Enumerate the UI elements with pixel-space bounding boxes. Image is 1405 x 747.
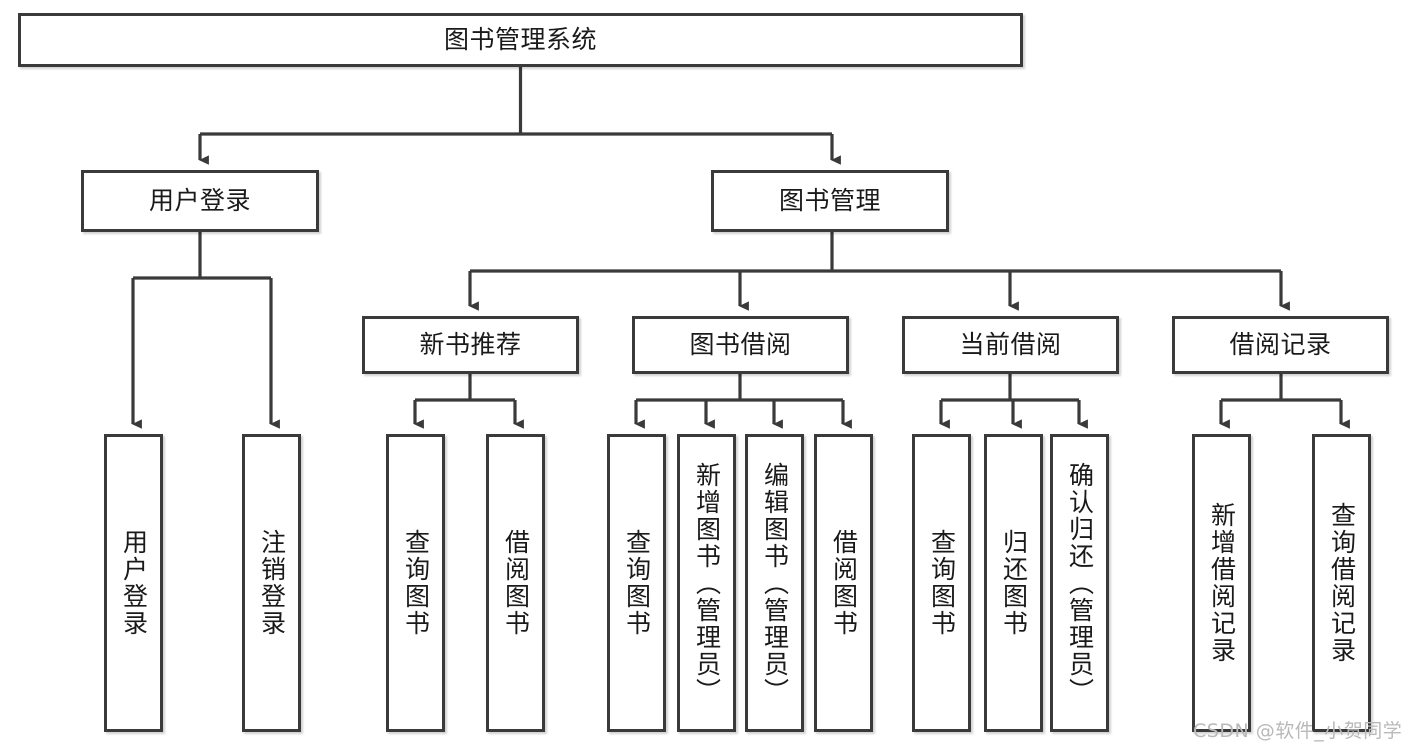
node-leaf-borrow-book-1-label: 借阅图书	[501, 529, 531, 637]
node-leaf-add-record-label: 新增借阅记录	[1207, 502, 1237, 664]
node-borrow-record-label: 借阅记录	[1229, 329, 1332, 359]
node-leaf-borrow-book-2-label: 借阅图书	[829, 529, 859, 637]
node-leaf-confirm-return[interactable]: 确认归还（管理员）	[1050, 434, 1109, 732]
node-book-manage-label: 图书管理	[778, 185, 881, 215]
node-current-borrow-label: 当前借阅	[959, 329, 1062, 359]
node-book-borrow-label: 图书借阅	[689, 329, 792, 359]
node-leaf-return-book[interactable]: 归还图书	[984, 434, 1043, 732]
node-leaf-query-book-1[interactable]: 查询图书	[386, 434, 445, 732]
node-leaf-query-book-3-label: 查询图书	[927, 529, 957, 637]
node-new-book-recommend[interactable]: 新书推荐	[362, 316, 579, 374]
node-leaf-query-record-label: 查询借阅记录	[1327, 502, 1357, 664]
node-current-borrow[interactable]: 当前借阅	[902, 316, 1119, 374]
node-leaf-query-record[interactable]: 查询借阅记录	[1312, 434, 1371, 732]
node-leaf-user-login[interactable]: 用户登录	[104, 434, 163, 732]
node-leaf-user-logout[interactable]: 注销登录	[242, 434, 301, 732]
node-book-borrow[interactable]: 图书借阅	[632, 316, 849, 374]
node-book-manage[interactable]: 图书管理	[711, 170, 949, 232]
node-leaf-query-book-2[interactable]: 查询图书	[607, 434, 666, 732]
node-leaf-confirm-return-label: 确认归还（管理员）	[1065, 461, 1095, 705]
node-leaf-borrow-book-1[interactable]: 借阅图书	[486, 434, 545, 732]
node-root-label: 图书管理系统	[443, 24, 597, 54]
node-user-login-label: 用户登录	[148, 185, 251, 215]
node-leaf-query-book-2-label: 查询图书	[622, 529, 652, 637]
node-leaf-add-book-label: 新增图书（管理员）	[692, 461, 722, 705]
csdn-watermark: CSDN @软件_小贺同学	[1193, 720, 1403, 742]
node-leaf-add-book[interactable]: 新增图书（管理员）	[677, 434, 736, 732]
node-borrow-record[interactable]: 借阅记录	[1172, 316, 1389, 374]
node-root[interactable]: 图书管理系统	[18, 13, 1023, 67]
node-leaf-edit-book-label: 编辑图书（管理员）	[760, 461, 790, 705]
node-leaf-user-logout-label: 注销登录	[257, 529, 287, 637]
node-leaf-add-record[interactable]: 新增借阅记录	[1192, 434, 1251, 732]
node-leaf-query-book-1-label: 查询图书	[401, 529, 431, 637]
node-leaf-borrow-book-2[interactable]: 借阅图书	[814, 434, 873, 732]
node-new-book-recommend-label: 新书推荐	[419, 329, 522, 359]
node-leaf-return-book-label: 归还图书	[999, 529, 1029, 637]
node-leaf-edit-book[interactable]: 编辑图书（管理员）	[745, 434, 804, 732]
node-leaf-user-login-label: 用户登录	[119, 529, 149, 637]
node-leaf-query-book-3[interactable]: 查询图书	[912, 434, 971, 732]
node-user-login[interactable]: 用户登录	[81, 170, 319, 232]
